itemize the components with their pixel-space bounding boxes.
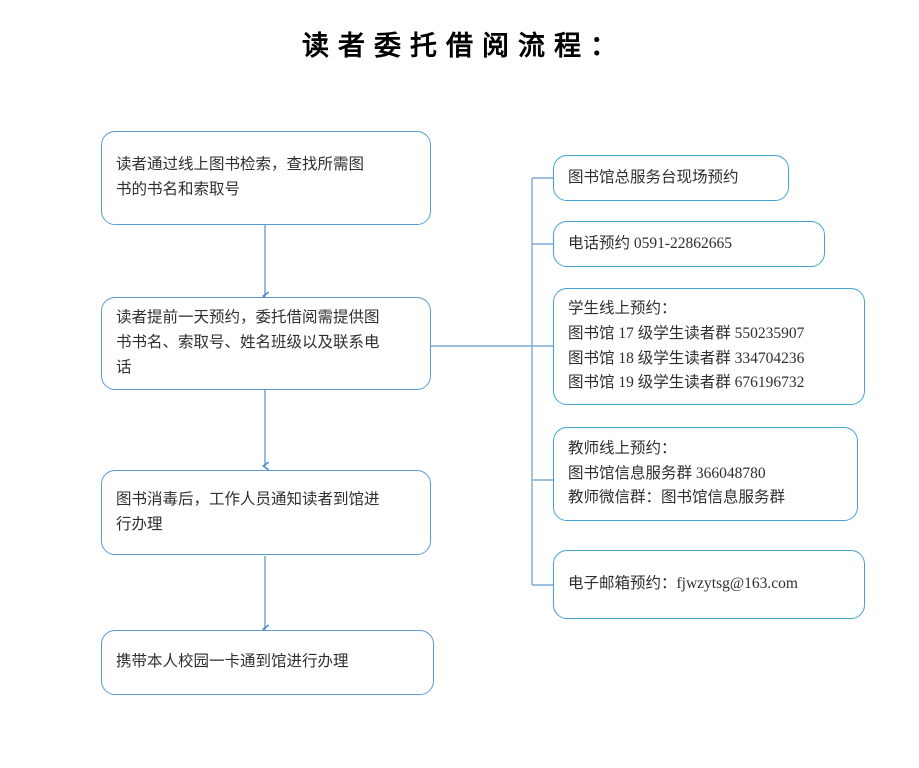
flow-step-4-label: 携带本人校园一卡通到馆进行办理 [116,653,349,671]
booking-option-email-label: 电子邮箱预约：fjwzytsg@163.com [568,575,798,593]
flow-step-3-label: 图书消毒后，工作人员通知读者到馆进 行办理 [116,490,380,533]
flow-step-4[interactable]: 携带本人校园一卡通到馆进行办理 [101,630,434,695]
booking-option-onsite-label: 图书馆总服务台现场预约 [568,168,739,186]
page-title: 读者委托借阅流程： [302,31,626,61]
branch-tree [431,177,553,586]
booking-option-email[interactable]: 电子邮箱预约：fjwzytsg@163.com [553,550,865,619]
flow-step-2-label: 读者提前一天预约，委托借阅需提供图 书书名、索取号、姓名班级以及联系电 话 [116,309,380,376]
booking-option-student-label: 学生线上预约： 图书馆 17 级学生读者群 550235907 图书馆 18 级… [568,299,805,392]
flow-step-1-label: 读者通过线上图书检索，查找所需图 书的书名和索取号 [116,156,365,198]
booking-option-phone[interactable]: 电话预约 0591-22862665 [553,221,825,267]
booking-option-onsite[interactable]: 图书馆总服务台现场预约 [553,155,789,201]
booking-option-teacher-label: 教师线上预约： 图书馆信息服务群 366048780 教师微信群：图书馆信息服务… [568,439,786,507]
flow-step-3[interactable]: 图书消毒后，工作人员通知读者到馆进 行办理 [101,470,431,555]
booking-option-teacher[interactable]: 教师线上预约： 图书馆信息服务群 366048780 教师微信群：图书馆信息服务… [553,427,858,521]
booking-option-student[interactable]: 学生线上预约： 图书馆 17 级学生读者群 550235907 图书馆 18 级… [553,288,865,405]
booking-option-phone-label: 电话预约 0591-22862665 [568,234,733,252]
flow-step-1[interactable]: 读者通过线上图书检索，查找所需图 书的书名和索取号 [101,131,431,225]
flow-step-2[interactable]: 读者提前一天预约，委托借阅需提供图 书书名、索取号、姓名班级以及联系电 话 [101,297,431,390]
